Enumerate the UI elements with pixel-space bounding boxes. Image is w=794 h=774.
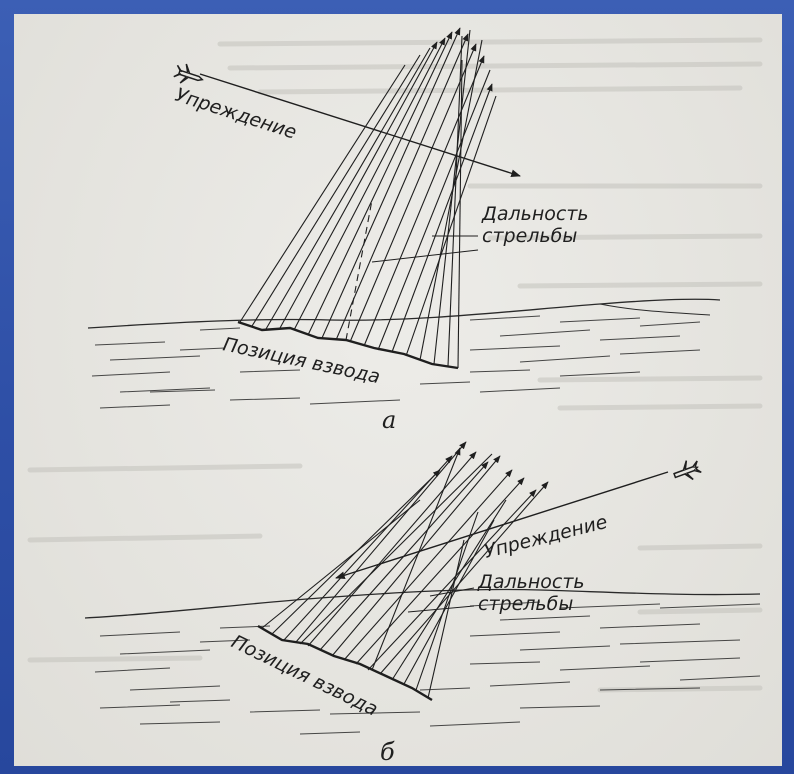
- diagram-b: Упреждение Дальность стрельбы Позиция вз…: [85, 442, 760, 766]
- range-label-a-line2: стрельбы: [482, 225, 577, 247]
- range-leader-a: [372, 236, 478, 262]
- range-label-b-line1: Дальность: [477, 571, 585, 593]
- position-label-a: Позиция взвода: [221, 333, 382, 388]
- range-label-b-line2: стрельбы: [478, 593, 573, 615]
- lead-arrow-b: [336, 472, 668, 578]
- aircraft-icon: [671, 457, 702, 485]
- figure-letter-a: а: [382, 406, 396, 434]
- range-label-a-line1: Дальность: [481, 203, 589, 225]
- lead-label-b: Упреждение: [482, 511, 610, 563]
- fire-lines-b: [262, 442, 548, 698]
- figure-letter-b: б: [380, 738, 395, 766]
- aircraft-icon: [173, 61, 206, 89]
- fire-lines-a: [240, 28, 496, 368]
